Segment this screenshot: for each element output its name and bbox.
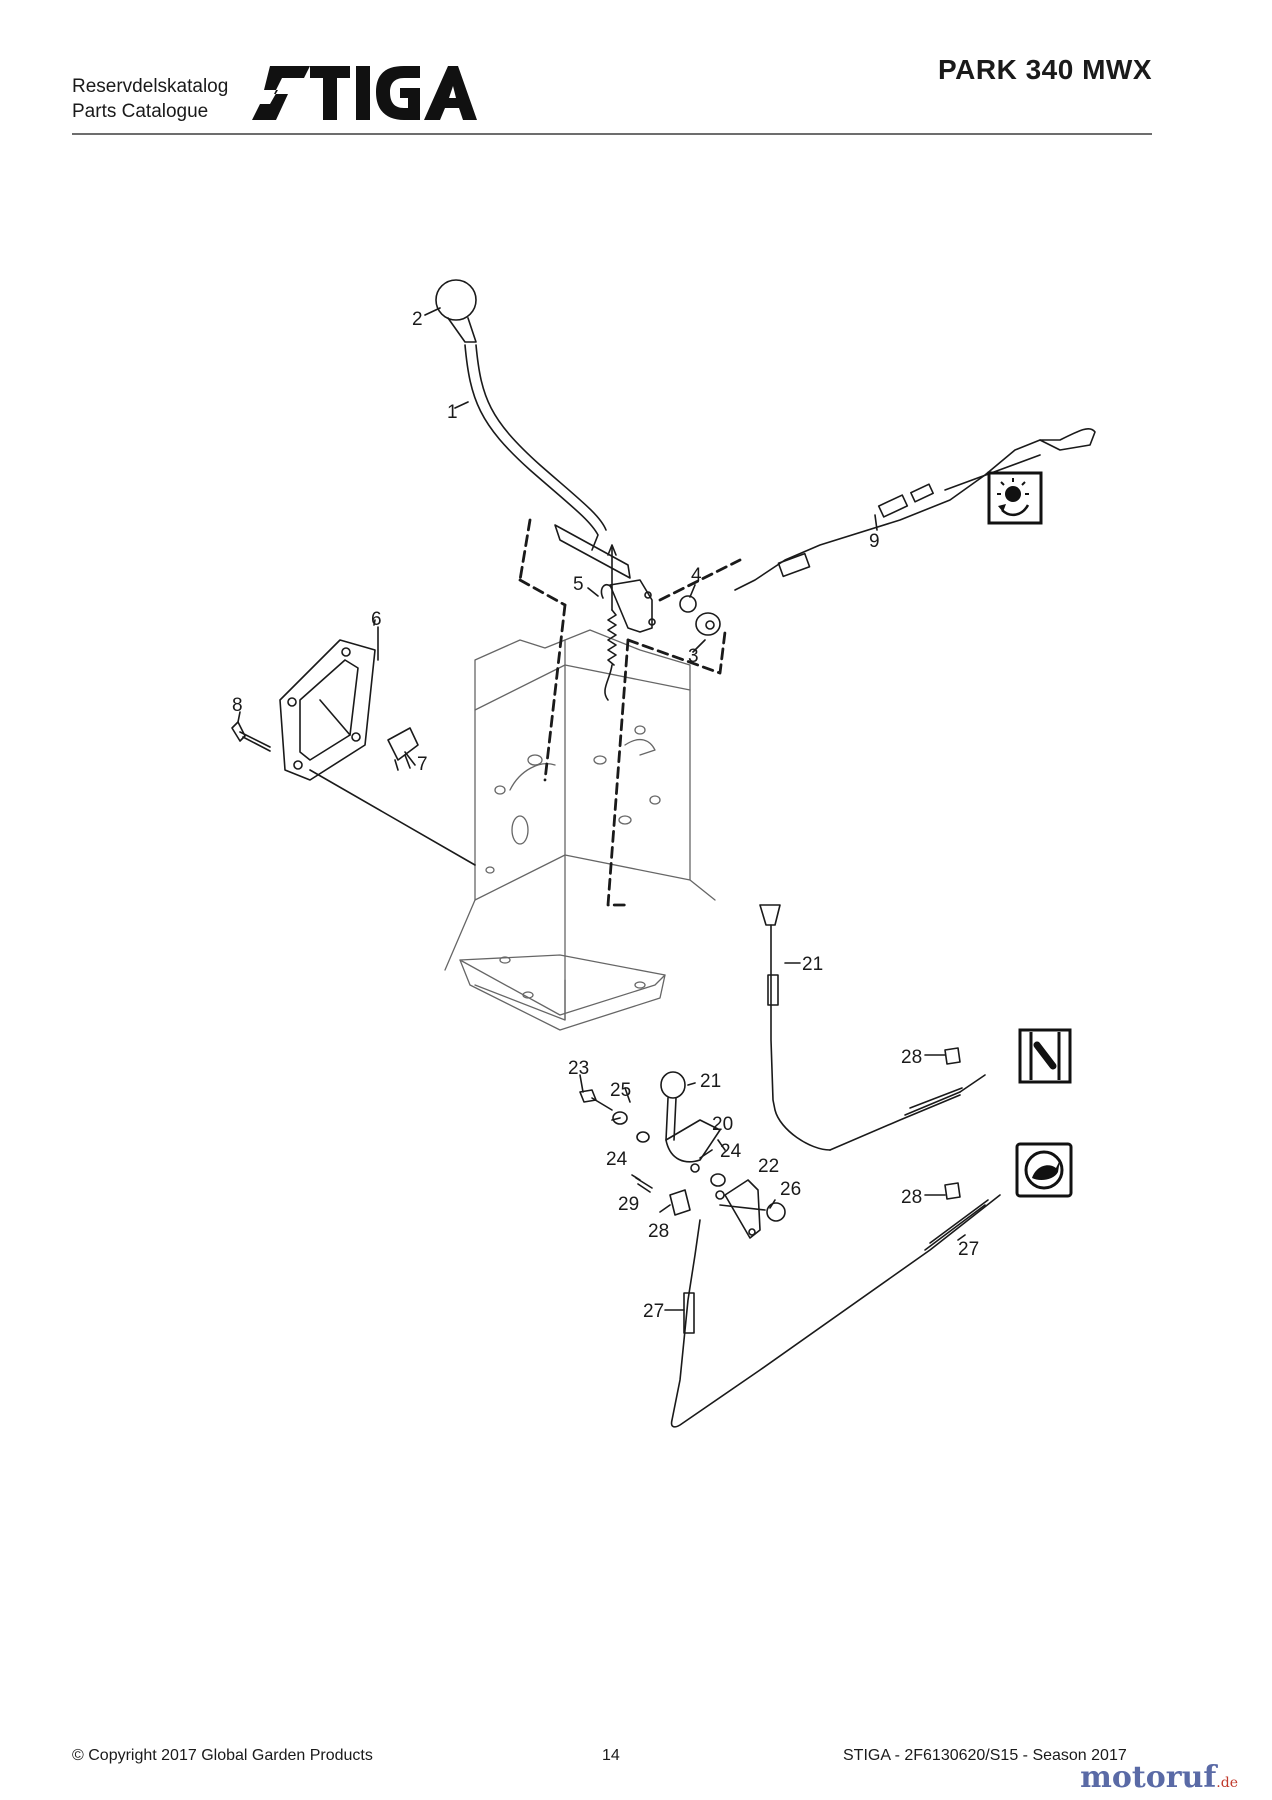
document-reference: STIGA - 2F6130620/S15 - Season 2017: [843, 1747, 1127, 1764]
drive-cable: [670, 1194, 1001, 1428]
decal-choke-icon: [987, 471, 1043, 525]
micro-switch: [387, 727, 419, 771]
callout-24-left: 24: [606, 1149, 628, 1170]
page-number: 14: [602, 1747, 620, 1764]
callout-26: 26: [780, 1179, 801, 1200]
washer: [710, 1173, 726, 1187]
lower-lever-assembly: [660, 1071, 766, 1239]
column-housing: [444, 629, 716, 1031]
spring-pin: [635, 1177, 653, 1193]
callout-25: 25: [610, 1080, 631, 1101]
screw: [579, 1089, 613, 1111]
callout-labels: 2 1 3 4 5 6 7 8 9 20 21 21 22 23 24 24 2…: [232, 309, 979, 1322]
cable-clamp: [944, 1182, 961, 1200]
copyright-notice: © Copyright 2017 Global Garden Products: [72, 1747, 373, 1764]
model-name: PARK 340 MWX: [938, 54, 1152, 85]
callout-6: 6: [371, 609, 382, 630]
washer: [679, 595, 697, 613]
lever-knob: [435, 279, 477, 343]
callout-27-lower: 27: [643, 1301, 664, 1322]
callout-7: 7: [417, 754, 428, 775]
callout-5: 5: [573, 574, 584, 595]
catalog-title-swedish: Reservdelskatalog: [72, 76, 229, 97]
choke-cable: [759, 904, 986, 1151]
callout-21-upper: 21: [802, 954, 823, 975]
callout-23: 23: [568, 1058, 589, 1079]
bolt: [231, 721, 271, 752]
tension-spring: [600, 544, 617, 701]
decal-hare-icon: [1015, 1142, 1073, 1198]
callout-24-right: 24: [720, 1141, 742, 1162]
callout-28-right: 28: [901, 1187, 922, 1208]
watermark-suffix: .de: [1216, 1775, 1238, 1791]
header-divider: [72, 133, 1152, 135]
nut: [766, 1202, 786, 1222]
callout-21-lower: 21: [700, 1071, 721, 1092]
cable-clamp: [669, 1189, 691, 1216]
washer: [612, 1111, 628, 1125]
callout-28-upper: 28: [901, 1047, 922, 1068]
catalog-title: Reservdelskatalog Parts Catalogue: [72, 74, 228, 124]
watermark: motoruf.de: [1080, 1760, 1238, 1795]
cable-clamp: [944, 1047, 961, 1065]
callout-9: 9: [869, 531, 880, 552]
assembly-guide-lines: [518, 518, 742, 907]
callout-27-right: 27: [958, 1239, 979, 1260]
catalog-title-english: Parts Catalogue: [72, 101, 209, 122]
callout-22: 22: [758, 1156, 779, 1177]
callout-20: 20: [712, 1114, 733, 1135]
cover-plate: [279, 639, 476, 866]
callout-2: 2: [412, 309, 423, 330]
callout-1: 1: [447, 402, 458, 423]
washer: [636, 1131, 650, 1143]
callout-29: 29: [618, 1194, 639, 1215]
callout-8: 8: [232, 695, 243, 716]
watermark-text: motoruf: [1080, 1760, 1217, 1795]
stiga-logo: [252, 66, 477, 120]
decal-speed-icon: [1018, 1028, 1072, 1084]
callout-4: 4: [691, 565, 702, 586]
callout-28-lower: 28: [648, 1221, 669, 1242]
callout-3: 3: [688, 646, 699, 667]
lock-nut: [695, 612, 721, 636]
shift-lever: [464, 344, 656, 633]
